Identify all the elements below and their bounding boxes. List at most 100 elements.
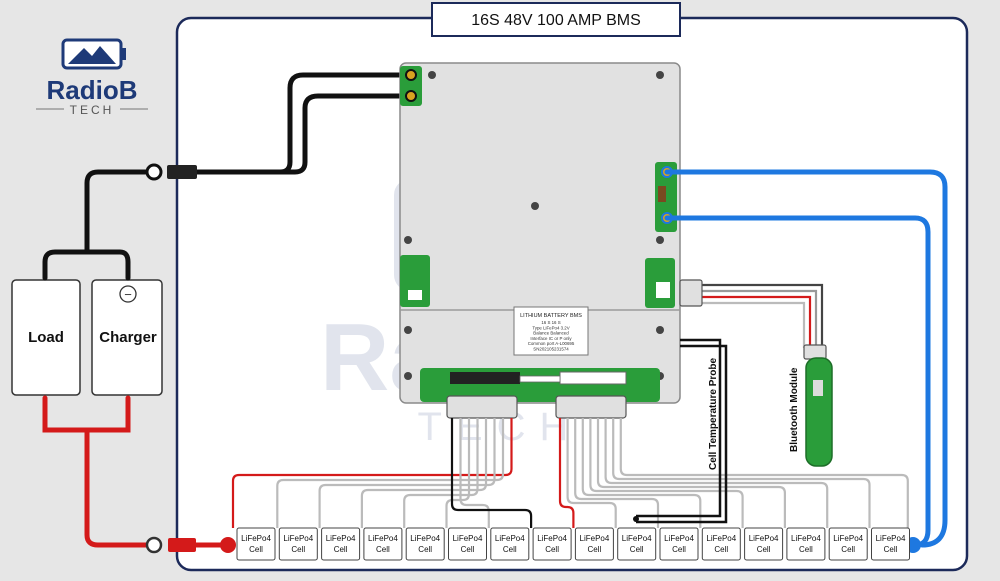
balance-wire bbox=[450, 418, 533, 528]
cell-type-label: LiFePo4 bbox=[495, 534, 525, 543]
cell-name-label: Cell bbox=[334, 545, 348, 554]
ring-terminal-neg bbox=[145, 536, 163, 554]
cell-row: LiFePo4CellLiFePo4CellLiFePo4CellLiFePo4… bbox=[236, 527, 910, 561]
balance-wire bbox=[360, 418, 488, 528]
red-connector bbox=[168, 538, 196, 552]
cell-name-label: Cell bbox=[503, 545, 517, 554]
cell-type-label: LiFePo4 bbox=[410, 534, 440, 543]
cell-type-label: LiFePo4 bbox=[368, 534, 398, 543]
cell-name-label: Cell bbox=[799, 545, 813, 554]
bluetooth-plug bbox=[679, 279, 703, 307]
bms-board bbox=[399, 62, 681, 404]
mountain-icon bbox=[68, 46, 116, 64]
cell-name-label: Cell bbox=[545, 545, 559, 554]
temperature-probe-tip bbox=[633, 516, 639, 522]
ring-terminal bbox=[145, 163, 163, 181]
cell-name-label: Cell bbox=[249, 545, 263, 554]
cell-body bbox=[828, 527, 868, 561]
logo-sub: TECH bbox=[70, 103, 115, 117]
cell-body bbox=[617, 527, 657, 561]
cell-body bbox=[574, 527, 614, 561]
balance-wire bbox=[459, 418, 490, 528]
probe-label: Cell Temperature Probe bbox=[708, 357, 719, 470]
balance-wire bbox=[231, 418, 513, 528]
balance-wire bbox=[589, 418, 744, 528]
cell-name-label: Cell bbox=[418, 545, 432, 554]
balance-wire bbox=[612, 418, 871, 528]
cell-body bbox=[532, 527, 572, 561]
charger-label: Charger bbox=[99, 329, 157, 346]
balance-wire bbox=[403, 418, 479, 528]
left-pcb-module bbox=[400, 255, 430, 307]
bluetooth-module bbox=[805, 357, 833, 467]
bms-label-line: Common port A-L00695 bbox=[528, 341, 575, 346]
cell-name-label: Cell bbox=[884, 545, 898, 554]
cell-type-label: LiFePo4 bbox=[537, 534, 567, 543]
bms-spec-label bbox=[513, 306, 589, 356]
cell-type-label: LiFePo4 bbox=[833, 534, 863, 543]
cell-type-label: LiFePo4 bbox=[622, 534, 652, 543]
minus-terminal-icon bbox=[119, 285, 137, 303]
cell-type-label: LiFePo4 bbox=[580, 534, 610, 543]
balance-wire bbox=[445, 418, 471, 528]
cell-name-label: Cell bbox=[376, 545, 390, 554]
charger-minus-symbol: − bbox=[124, 287, 132, 302]
temperature-probe-wire bbox=[636, 338, 728, 524]
balance-harness bbox=[231, 418, 909, 528]
bms-label-line: SN202105231574 bbox=[533, 347, 569, 352]
bms-label-line: Interface IC or P only bbox=[530, 336, 572, 341]
blue-main-wires bbox=[664, 169, 948, 548]
cell-type-label: LiFePo4 bbox=[241, 534, 271, 543]
cell-type-label: LiFePo4 bbox=[664, 534, 694, 543]
cell-body bbox=[744, 527, 784, 561]
main-black-wires bbox=[42, 72, 410, 281]
cell-body bbox=[321, 527, 361, 561]
cell-body bbox=[405, 527, 445, 561]
balance-connector-left bbox=[446, 395, 518, 419]
cell-body bbox=[659, 527, 699, 561]
cell-name-label: Cell bbox=[841, 545, 855, 554]
balance-wire bbox=[619, 418, 909, 528]
cell-body bbox=[278, 527, 318, 561]
diagram-title: 16S 48V 100 AMP BMS bbox=[471, 12, 641, 29]
cell-type-label: LiFePo4 bbox=[453, 534, 483, 543]
balance-wire bbox=[604, 418, 829, 528]
balance-wire bbox=[566, 418, 617, 528]
balance-connector-right bbox=[555, 395, 627, 419]
balance-wire bbox=[581, 418, 702, 528]
cell-name-label: Cell bbox=[630, 545, 644, 554]
cell-name-label: Cell bbox=[757, 545, 771, 554]
balance-wire bbox=[318, 418, 496, 528]
bms-label-line: Type LiFePo4 3.2V bbox=[532, 325, 569, 330]
bms-label-header: LITHIUM BATTERY BMS bbox=[520, 313, 582, 319]
bluetooth-cable bbox=[700, 283, 824, 348]
cell-body bbox=[871, 527, 910, 561]
radiob-logo: RadioB TECH bbox=[36, 38, 148, 117]
balance-wire bbox=[276, 418, 505, 528]
cell-type-label: LiFePo4 bbox=[749, 534, 779, 543]
cell-name-label: Cell bbox=[672, 545, 686, 554]
title-box bbox=[431, 2, 681, 37]
balance-wire bbox=[574, 418, 660, 528]
cell-type-label: LiFePo4 bbox=[706, 534, 736, 543]
cell-body bbox=[363, 527, 403, 561]
cell-body bbox=[701, 527, 741, 561]
cell-name-label: Cell bbox=[588, 545, 602, 554]
balance-wire bbox=[558, 418, 575, 528]
load-label: Load bbox=[28, 329, 64, 346]
